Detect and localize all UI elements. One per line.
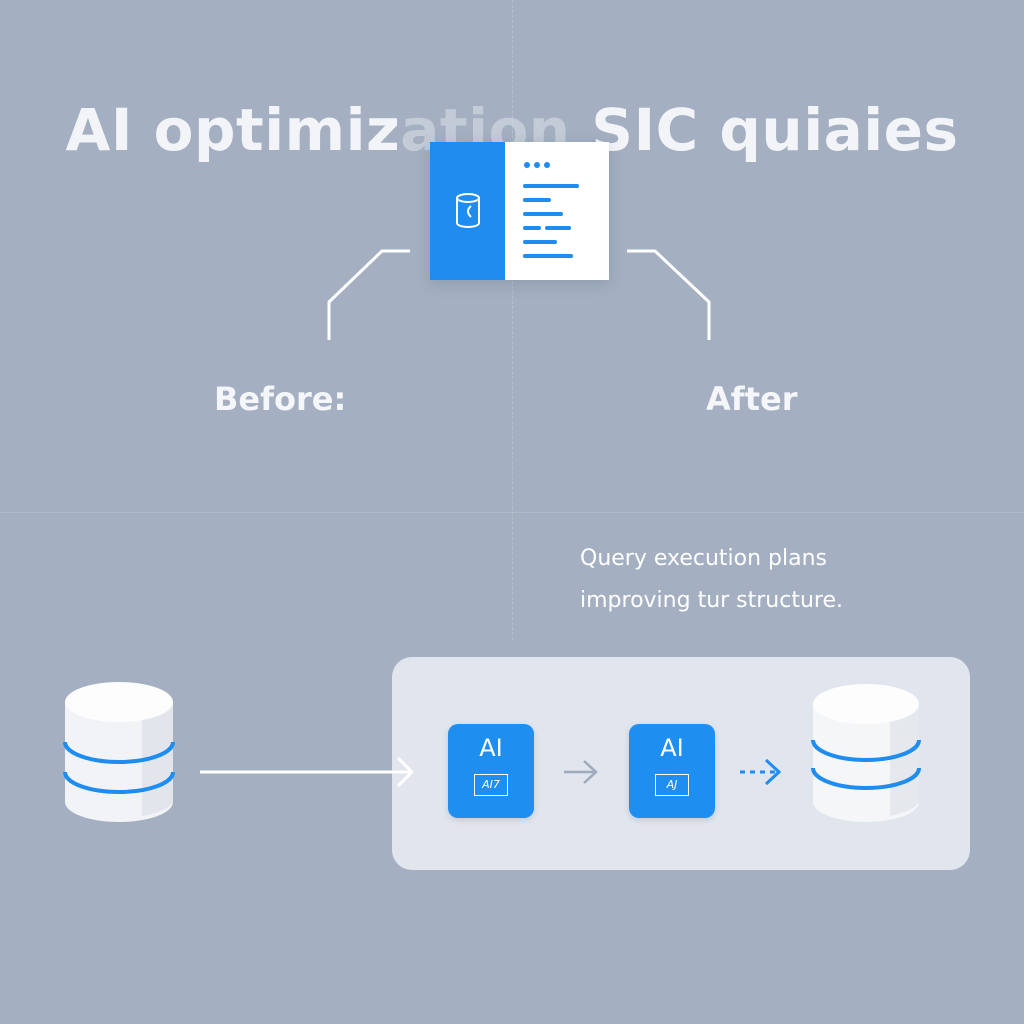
card-dot	[534, 162, 540, 168]
card-text-line	[523, 226, 541, 230]
card-text-line	[523, 254, 573, 258]
chevron-right-icon	[564, 760, 598, 784]
card-text-line	[523, 212, 563, 216]
arrow-right-icon	[200, 756, 415, 788]
connector-left	[327, 249, 410, 340]
caption-line-2: improving tur structure.	[580, 588, 844, 613]
card-text-line	[545, 226, 571, 230]
page-title: AI optimization SIC quiaies	[0, 96, 1024, 164]
ai-module-box: AI AJ	[629, 724, 715, 818]
card-dot	[544, 162, 550, 168]
target-database-icon	[811, 684, 921, 822]
dashed-arrow-right-icon	[740, 758, 782, 786]
grid-line-vertical	[512, 0, 513, 640]
title-part-1: AI optimiz	[65, 96, 401, 164]
card-text-line	[523, 198, 551, 202]
database-cylinder-icon	[455, 193, 480, 228]
card-icon-panel	[430, 142, 505, 280]
ai-module-label: AI	[660, 734, 684, 762]
card-text-line	[523, 184, 579, 188]
ai-chip-icon: AJ	[655, 774, 689, 796]
card-text-line	[523, 240, 557, 244]
ai-module-label: AI	[479, 734, 503, 762]
connector-right	[627, 249, 711, 340]
card-text-panel	[505, 142, 609, 280]
card-dot	[524, 162, 530, 168]
after-label: After	[706, 380, 798, 418]
caption-line-1: Query execution plans	[580, 546, 828, 571]
ai-module-box: AI AI7	[448, 724, 534, 818]
title-part-3: SIC quiaies	[570, 96, 959, 164]
query-document-card	[430, 142, 609, 280]
before-label: Before:	[214, 380, 347, 418]
grid-line-horizontal	[0, 512, 1024, 513]
source-database-icon	[63, 682, 175, 822]
ai-chip-icon: AI7	[474, 774, 508, 796]
